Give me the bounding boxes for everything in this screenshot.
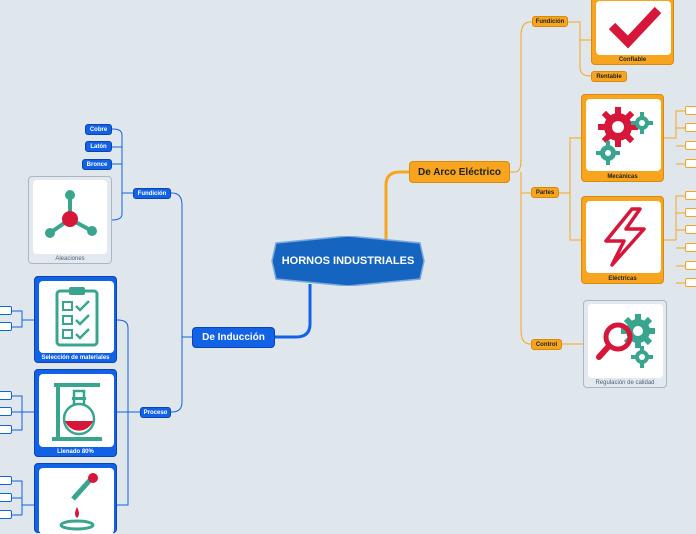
checkmark-image [596,1,671,55]
stub-node[interactable] [0,391,12,400]
card-label-electricas: Eléctricas [608,276,637,282]
topic-partes[interactable]: Partes [531,187,559,198]
image-card-regulacion[interactable]: Regulación de calidad [583,300,667,388]
central-title: HORNOS INDUSTRIALES [281,255,415,267]
card-pipette[interactable] [34,463,117,534]
molecule-image [33,180,107,254]
stub-node[interactable] [0,407,12,416]
stub-node[interactable] [0,476,12,485]
stub-node[interactable] [685,261,696,270]
gears-icon [595,107,653,165]
image-label-aleaciones: Aleaciones [55,256,85,262]
stub-node[interactable] [0,425,12,434]
item-laton[interactable]: Latón [85,141,112,152]
central-topic[interactable] [270,236,426,286]
stub-node[interactable] [685,191,696,200]
flask-icon [51,382,102,441]
image-card-aleaciones[interactable]: Aleaciones [28,176,112,264]
checklist-image [39,281,114,353]
image-label-regulacion: Regulación de calidad [595,380,655,386]
card-label-llenado: Llenado 80% [57,449,94,455]
stub-node[interactable] [685,243,696,252]
item-cobre[interactable]: Cobre [85,124,112,135]
topic-fundicion-induccion[interactable]: Fundición [133,188,171,199]
stub-node[interactable] [685,123,696,132]
pipette-image [39,468,114,534]
card-seleccion-materiales[interactable]: Selección de materiales [34,276,117,363]
card-mecanicas[interactable]: Mecánicas [581,94,664,182]
stub-node[interactable] [0,493,12,502]
branch-arco-electrico[interactable]: De Arco Eléctrico [409,161,510,183]
topic-control[interactable]: Control [531,339,562,350]
flask-image [39,374,114,447]
stub-node[interactable] [685,159,696,168]
stub-node[interactable] [0,306,12,315]
tag-rentable[interactable]: Rentable [591,71,627,82]
magnifier-gears-icon [595,314,655,368]
item-bronce[interactable]: Bronce [82,159,112,170]
checkmark-icon [608,6,661,49]
stub-node[interactable] [685,106,696,115]
stub-node[interactable] [685,278,696,287]
card-electricas[interactable]: Eléctricas [581,196,664,284]
checklist-icon [55,287,98,347]
stub-node[interactable] [0,322,12,331]
branch-induccion[interactable]: De Inducción [192,327,275,348]
lightning-image [586,201,661,273]
card-label-seleccion: Selección de materiales [41,355,110,361]
magnifier-image [588,304,663,378]
gears-image [586,99,661,171]
connector-lines [12,21,685,516]
card-label-mecanicas: Mecánicas [607,174,638,180]
card-confiable[interactable]: Confiable [591,0,674,65]
pipette-icon [59,473,98,531]
card-llenado[interactable]: Llenado 80% [34,369,117,457]
lightning-icon [603,207,646,267]
stub-node[interactable] [685,225,696,234]
stub-node[interactable] [685,208,696,217]
card-label-confiable: Confiable [618,57,647,63]
stub-node[interactable] [0,510,12,519]
stub-node[interactable] [685,141,696,150]
topic-fundicion-arco[interactable]: Fundición [532,16,568,27]
topic-proceso[interactable]: Proceso [140,407,171,418]
molecule-icon [45,190,97,238]
